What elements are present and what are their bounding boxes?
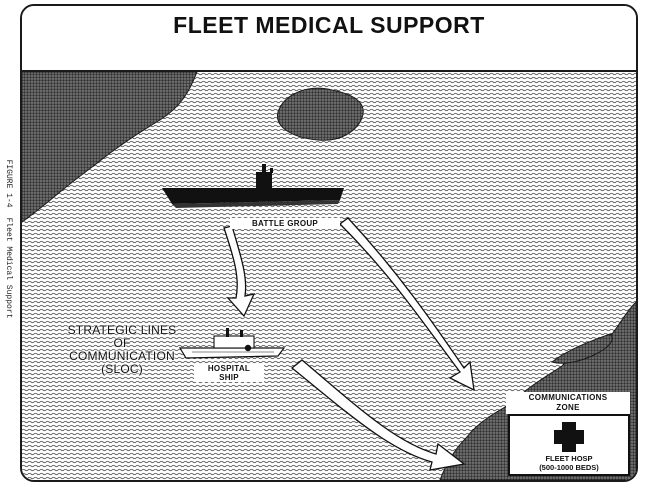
communications-zone-label: COMMUNICATIONS ZONE [506,392,630,414]
comm-zone-line1: COMMUNICATIONS [528,393,608,402]
fleet-hosp-line2: (500-1000 BEDS) [539,463,599,472]
hospital-ship [178,328,286,359]
island [277,87,364,141]
figure-number: FIGURE 1-4 [4,159,13,208]
arrow-hospital-ship-to-fleet-hospital [290,359,466,471]
figure-side-caption: FIGURE 1-4 Fleet Medical Support [0,159,13,319]
page-title: FLEET MEDICAL SUPPORT [173,12,485,38]
hospital-ship-label-line2: SHIP [219,373,239,382]
map-scene [22,72,636,480]
left-coastline [22,72,198,223]
battle-group-label: BATTLE GROUP [230,218,340,229]
sloc-line3: COMMUNICATION [69,349,175,363]
title-band: FLEET MEDICAL SUPPORT [22,6,636,73]
sloc-line4: (SLOC) [101,362,143,376]
fleet-hosp-label: FLEET HOSP (500-1000 BEDS) [510,454,628,472]
sloc-label: STRATEGIC LINES OF COMMUNICATION (SLOC) [46,324,198,376]
right-peninsula [550,333,613,364]
diagram-frame: FLEET MEDICAL SUPPORT [20,4,638,482]
figure-caption: Fleet Medical Support [4,217,13,319]
fleet-hospital-box: FLEET HOSP (500-1000 BEDS) [508,414,630,476]
hospital-ship-label-line1: HOSPITAL [207,364,251,373]
arrow-battle-to-hospital-ship [223,225,256,318]
hospital-ship-label: HOSPITAL SHIP [194,364,264,382]
red-cross-icon [554,422,584,452]
battle-group-ship [162,164,344,208]
fleet-hosp-line1: FLEET HOSP [545,454,593,463]
arrow-battle-to-comm-zone [339,217,475,392]
sloc-line2: OF [113,336,131,350]
comm-zone-line2: ZONE [556,403,580,412]
sloc-line1: STRATEGIC LINES [67,323,177,337]
